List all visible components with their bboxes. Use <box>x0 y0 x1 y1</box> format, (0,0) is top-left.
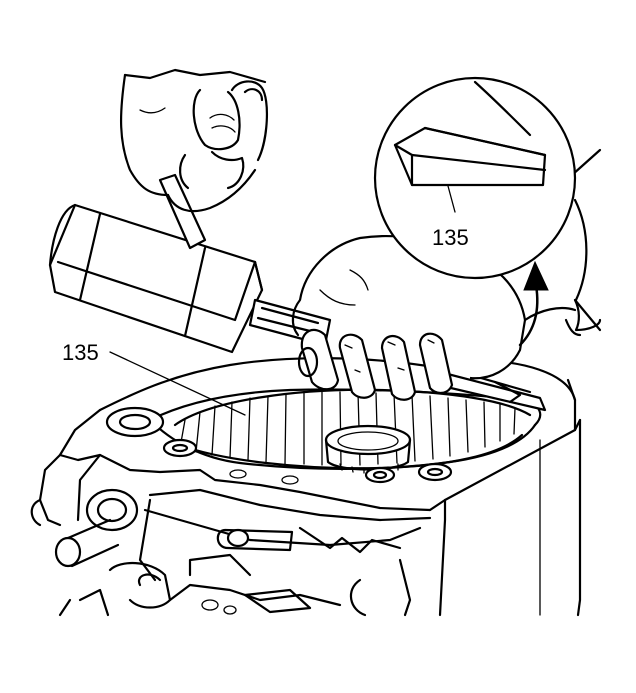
callout-main: 135 <box>62 340 246 416</box>
callout-label-main: 135 <box>62 340 99 365</box>
callout-label-detail: 135 <box>432 225 469 250</box>
center-bearing <box>324 424 412 474</box>
curved-arrow-icon <box>518 260 549 347</box>
detail-magnifier: 135 <box>373 76 602 332</box>
mallet <box>48 173 264 354</box>
left-hand <box>120 68 269 213</box>
